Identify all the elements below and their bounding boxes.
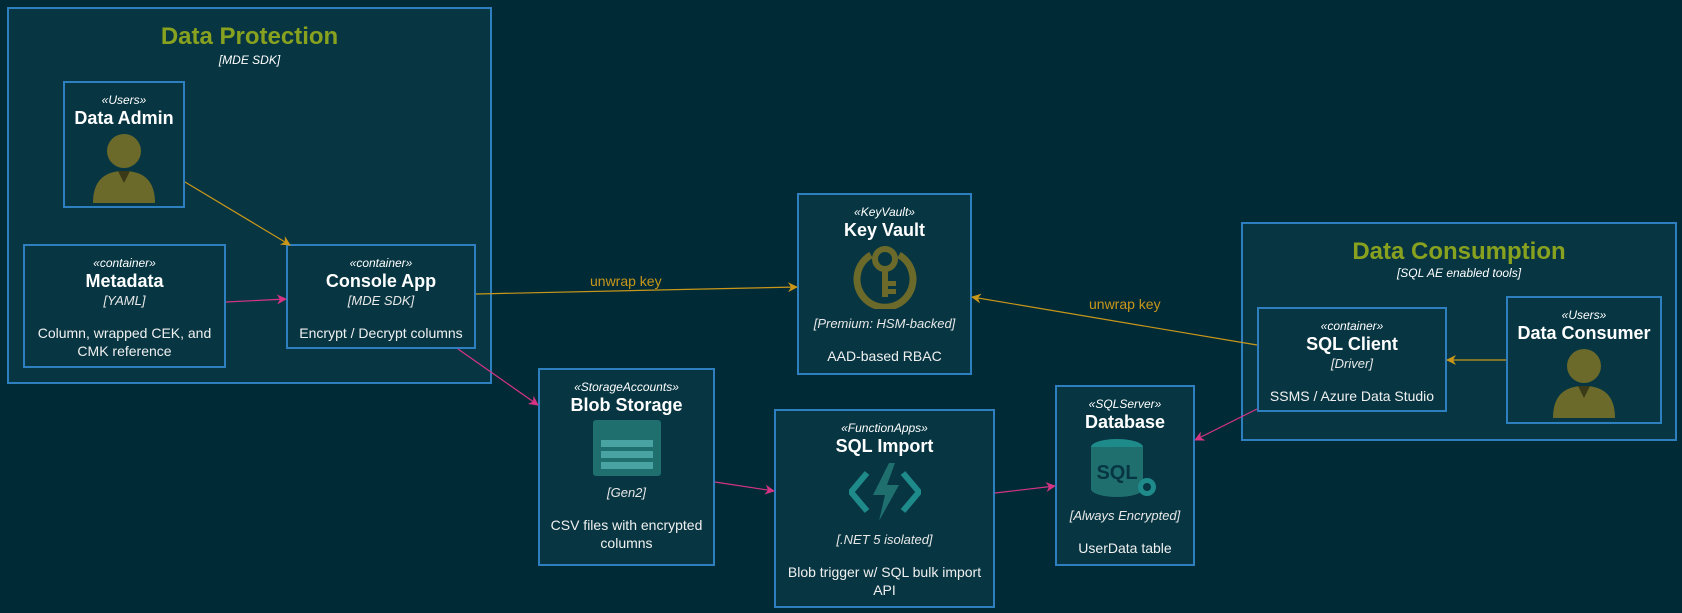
node-stereotype: «container»	[349, 256, 413, 270]
node-technology: [Premium: HSM-backed]	[813, 316, 956, 331]
node-technology: [Always Encrypted]	[1069, 508, 1181, 523]
node-stereotype: «SQLServer»	[1088, 397, 1162, 411]
node-stereotype: «Users»	[1561, 308, 1607, 322]
node-data-consumer[interactable]: «Users» Data Consumer	[1506, 296, 1662, 424]
node-stereotype: «FunctionApps»	[841, 421, 928, 435]
node-stereotype: «StorageAccounts»	[574, 380, 679, 394]
node-stereotype: «container»	[1320, 319, 1384, 333]
svg-text:SQL: SQL	[1096, 462, 1137, 484]
node-technology: [Driver]	[1331, 356, 1373, 371]
node-key-vault[interactable]: «KeyVault» Key Vault [Premium: HSM-backe…	[797, 193, 972, 375]
boundary-title: Data Protection	[160, 23, 339, 50]
edge-label-client-keyvault: unwrap key	[1089, 296, 1161, 312]
edge-sqlimport-to-database	[994, 482, 1056, 494]
edge-console-to-blob	[457, 348, 539, 406]
node-technology: [YAML]	[103, 293, 146, 308]
node-stereotype: «KeyVault»	[854, 205, 915, 219]
node-title: Data Admin	[74, 108, 174, 128]
node-stereotype: «container»	[93, 256, 156, 270]
node-title: SQL Import	[835, 436, 934, 456]
sql-database-icon: SQL	[1091, 439, 1156, 497]
edge-label-console-keyvault: unwrap key	[590, 273, 662, 289]
node-description: SSMS / Azure Data Studio	[1269, 388, 1435, 404]
node-title: Blob Storage	[570, 395, 683, 415]
boundary-title: Data Consumption	[1352, 238, 1566, 265]
node-metadata[interactable]: «container» Metadata [YAML] Column, wrap…	[23, 244, 226, 368]
key-vault-icon	[853, 246, 916, 309]
node-data-admin[interactable]: «Users» Data Admin	[63, 81, 185, 208]
edge-console-to-keyvault	[475, 282, 798, 295]
node-title: Database	[1084, 412, 1166, 432]
boundary-subtitle: [SQL AE enabled tools]	[1396, 266, 1522, 280]
node-stereotype: «Users»	[101, 93, 147, 107]
node-description: CSV files with encrypted columns	[550, 517, 703, 551]
edge-admin-to-console	[184, 181, 291, 246]
node-description: UserData table	[1078, 540, 1172, 556]
node-sql-client[interactable]: «container» SQL Client [Driver] SSMS / A…	[1257, 307, 1447, 412]
node-description: Blob trigger w/ SQL bulk import API	[787, 564, 982, 598]
storage-icon	[592, 420, 661, 476]
node-title: Metadata	[85, 271, 164, 291]
node-technology: [Gen2]	[606, 485, 647, 500]
node-title: Key Vault	[843, 220, 926, 240]
node-console-app[interactable]: «container» Console App [MDE SDK] Encryp…	[286, 244, 476, 349]
person-icon	[93, 134, 155, 203]
node-technology: [MDE SDK]	[347, 293, 415, 308]
edge-client-to-keyvault	[971, 293, 1258, 346]
node-description: AAD-based RBAC	[827, 348, 942, 364]
person-icon	[1553, 349, 1615, 418]
node-database[interactable]: «SQLServer» Database SQL [Always Encrypt…	[1055, 385, 1195, 566]
node-description: Column, wrapped CEK, and CMK reference	[37, 325, 212, 359]
boundary-subtitle: [MDE SDK]	[218, 53, 281, 67]
node-blob-storage[interactable]: «StorageAccounts» Blob Storage [Gen2] CS…	[538, 368, 715, 566]
node-title: SQL Client	[1306, 334, 1398, 354]
edge-client-to-database	[1194, 408, 1258, 441]
node-technology: [.NET 5 isolated]	[836, 532, 933, 547]
node-title: Data Consumer	[1517, 323, 1651, 343]
node-title: Console App	[325, 271, 437, 291]
edge-metadata-to-console	[225, 294, 287, 305]
node-description: Encrypt / Decrypt columns	[299, 325, 463, 341]
node-sql-import[interactable]: «FunctionApps» SQL Import [.NET 5 isolat…	[774, 409, 995, 608]
edge-blob-to-sqlimport	[714, 481, 775, 495]
function-icon	[848, 463, 921, 521]
